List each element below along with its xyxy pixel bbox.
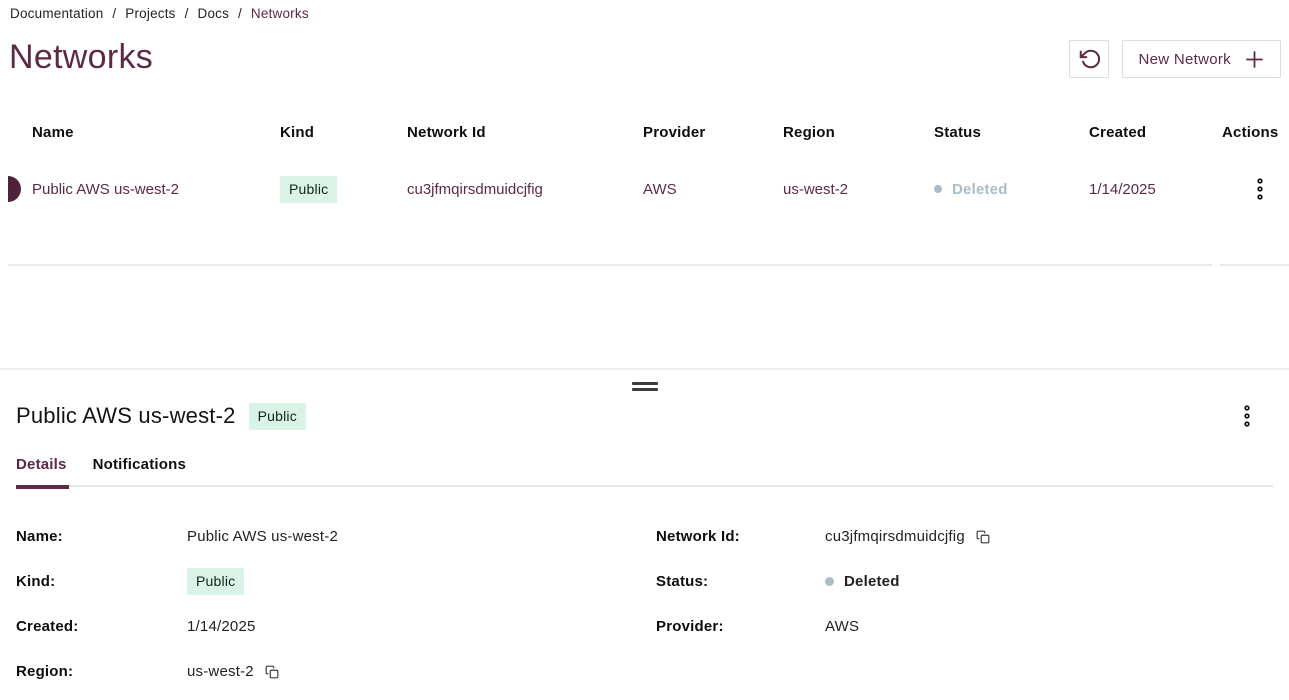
breadcrumb-item-documentation[interactable]: Documentation bbox=[10, 6, 104, 21]
detail-fields: Name: Public AWS us-west-2 Network Id: c… bbox=[16, 514, 1273, 694]
status-dot bbox=[934, 185, 942, 193]
breadcrumb-separator: / bbox=[112, 6, 117, 21]
field-value-region: us-west-2 bbox=[187, 663, 656, 680]
column-header-provider: Provider bbox=[643, 123, 706, 141]
breadcrumb-current-networks: Networks bbox=[250, 6, 309, 21]
column-header-region: Region bbox=[783, 123, 836, 141]
cell-kind: Public bbox=[280, 175, 338, 203]
new-network-button[interactable]: New Network bbox=[1121, 40, 1281, 78]
page-title: Networks bbox=[9, 38, 154, 76]
field-value-status: Deleted bbox=[825, 573, 1273, 590]
region-text: us-west-2 bbox=[187, 663, 254, 680]
field-value-provider: AWS bbox=[825, 618, 860, 635]
column-header-kind: Kind bbox=[280, 123, 315, 141]
copy-icon bbox=[265, 665, 279, 679]
cell-status: Deleted bbox=[934, 181, 1089, 198]
field-value-created: 1/14/2025 bbox=[187, 618, 256, 635]
table-header-row: Name Kind Network Id Provider Region Sta… bbox=[0, 108, 1289, 156]
column-header-network-id: Network Id bbox=[407, 123, 486, 141]
table-header-divider bbox=[8, 264, 1289, 266]
column-header-created: Created bbox=[1089, 123, 1147, 141]
status-label: Deleted bbox=[844, 573, 900, 590]
status-dot bbox=[825, 577, 834, 586]
panel-title: Public AWS us-west-2 bbox=[16, 403, 236, 428]
column-header-actions: Actions bbox=[1222, 123, 1279, 141]
kebab-menu-icon bbox=[1241, 404, 1253, 428]
copy-icon bbox=[976, 530, 990, 544]
refresh-button[interactable] bbox=[1068, 40, 1109, 78]
kind-badge: Public bbox=[187, 568, 245, 595]
drag-handle[interactable] bbox=[628, 380, 662, 393]
new-network-label: New Network bbox=[1138, 50, 1231, 68]
breadcrumb-separator: / bbox=[184, 6, 189, 21]
field-label-region: Region: bbox=[16, 663, 74, 680]
selected-row-indicator bbox=[8, 176, 21, 202]
cell-provider: AWS bbox=[643, 180, 677, 198]
header-actions: New Network bbox=[1068, 40, 1281, 78]
breadcrumb-separator: / bbox=[238, 6, 242, 21]
cell-region: us-west-2 bbox=[783, 180, 849, 198]
tab-details[interactable]: Details bbox=[16, 456, 69, 489]
rotate-ccw-icon bbox=[1078, 48, 1100, 70]
field-label-name: Name: bbox=[16, 528, 63, 545]
field-label-provider: Provider: bbox=[656, 618, 724, 635]
field-label-status: Status: bbox=[656, 573, 709, 590]
network-detail-panel: Public AWS us-west-2 Public Details Noti… bbox=[0, 368, 1289, 700]
kebab-menu-icon bbox=[1254, 177, 1266, 201]
cell-created: 1/14/2025 bbox=[1089, 180, 1156, 198]
field-label-created: Created: bbox=[16, 618, 79, 635]
copy-network-id-button[interactable] bbox=[975, 529, 991, 545]
column-header-status: Status bbox=[934, 123, 982, 141]
cell-actions bbox=[1222, 173, 1289, 205]
breadcrumb-item-projects[interactable]: Projects bbox=[125, 6, 176, 21]
field-label-network-id: Network Id: bbox=[656, 528, 740, 545]
row-actions-button[interactable] bbox=[1248, 173, 1272, 205]
table-row[interactable]: Public AWS us-west-2 Public cu3jfmqirsdm… bbox=[0, 158, 1289, 220]
status-label: Deleted bbox=[952, 180, 1008, 198]
networks-table: Name Kind Network Id Provider Region Sta… bbox=[0, 108, 1289, 266]
panel-tabs: Details Notifications bbox=[16, 456, 1273, 489]
plus-icon bbox=[1245, 50, 1264, 69]
panel-kind-badge: Public bbox=[248, 402, 306, 430]
cell-name: Public AWS us-west-2 bbox=[32, 180, 179, 198]
panel-header: Public AWS us-west-2 Public bbox=[16, 400, 1273, 432]
breadcrumb-item-docs[interactable]: Docs bbox=[197, 6, 230, 21]
panel-actions-button[interactable] bbox=[1235, 400, 1259, 432]
copy-region-button[interactable] bbox=[264, 664, 280, 680]
field-value-kind: Public bbox=[187, 568, 656, 595]
tab-notifications[interactable]: Notifications bbox=[92, 456, 187, 473]
field-value-name: Public AWS us-west-2 bbox=[187, 528, 338, 545]
breadcrumb: Documentation / Projects / Docs / Networ… bbox=[10, 6, 309, 21]
kind-badge: Public bbox=[280, 175, 338, 203]
network-id-text: cu3jfmqirsdmuidcjfig bbox=[825, 528, 965, 545]
cell-network-id: cu3jfmqirsdmuidcjfig bbox=[407, 180, 543, 198]
field-label-kind: Kind: bbox=[16, 573, 56, 590]
field-value-network-id: cu3jfmqirsdmuidcjfig bbox=[825, 528, 1273, 545]
column-header-name: Name bbox=[32, 123, 74, 141]
